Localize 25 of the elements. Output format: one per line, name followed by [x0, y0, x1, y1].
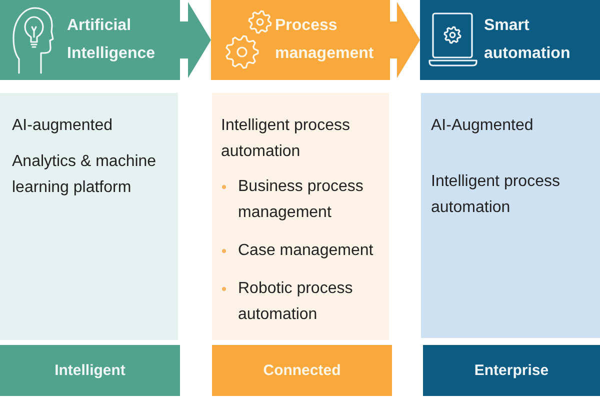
content-panel	[0, 93, 178, 340]
list-item-text: Case management	[238, 241, 374, 261]
footer-bar	[423, 345, 600, 396]
stage-header	[0, 0, 180, 80]
content-panel	[212, 93, 389, 340]
footer-label: Intelligent	[54, 360, 126, 380]
footer-bar	[212, 345, 392, 396]
arrow	[180, 2, 211, 78]
panel-text: Intelligent process automation	[431, 172, 561, 218]
footer-label: Enterprise	[474, 360, 549, 380]
header-title: Process management	[275, 16, 375, 64]
header-title: Smart automation	[484, 16, 572, 64]
panel-text: Intelligent process automation	[221, 116, 351, 162]
panel-text: Analytics & machine learning platform	[12, 152, 158, 198]
list-item-text: Robotic process automation	[238, 279, 354, 325]
stage-header	[420, 0, 600, 80]
content-panel	[421, 93, 600, 338]
arrow	[390, 2, 420, 78]
list-item-text: Business process management	[238, 177, 364, 223]
panel-text: AI-augmented	[12, 116, 113, 136]
footer-label: Connected	[263, 360, 341, 380]
panel-text: AI-Augmented	[431, 116, 534, 136]
footer-bar	[0, 345, 180, 396]
stage-header	[211, 0, 390, 80]
header-title: Artificial Intelligence	[67, 16, 156, 64]
